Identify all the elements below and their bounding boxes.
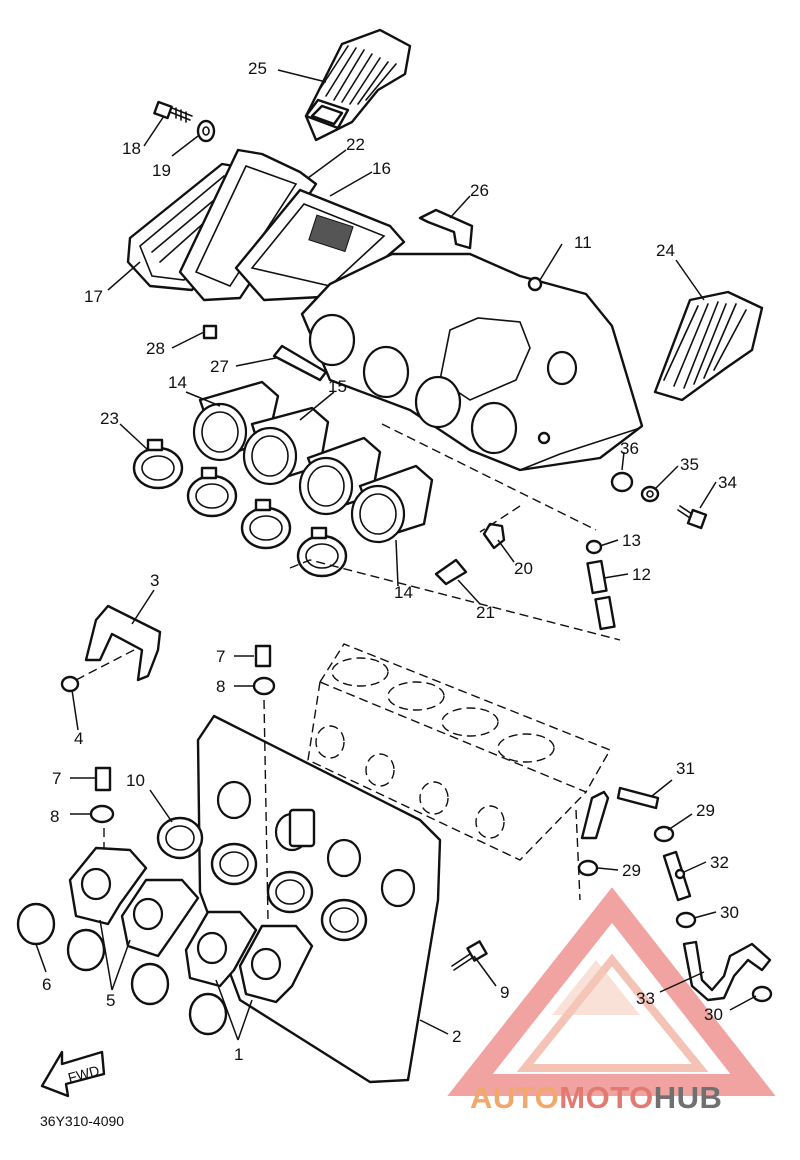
watermark-logo	[447, 887, 776, 1096]
callout-30-upper: 30	[720, 903, 739, 922]
callout-10: 10	[126, 771, 145, 790]
callout-28: 28	[146, 339, 165, 358]
part-33-hose	[682, 940, 772, 1002]
part-7-cap-upper	[254, 644, 272, 668]
part-18-bolt	[153, 100, 193, 123]
callout-33: 33	[636, 989, 655, 1008]
diagram-code: 36Y310-4090	[40, 1113, 124, 1129]
callout-23: 23	[100, 409, 119, 428]
part-35-washer	[640, 485, 660, 503]
callout-36: 36	[620, 439, 639, 458]
callout-29-upper: 29	[696, 801, 715, 820]
part-28-plug	[202, 324, 218, 340]
brand-part-1: AUTO	[470, 1080, 559, 1115]
callout-22: 22	[346, 135, 365, 154]
callout-19: 19	[152, 161, 171, 180]
callout-17: 17	[84, 287, 103, 306]
part-4-screw	[60, 675, 80, 693]
part-34-bolt	[677, 505, 708, 530]
part-24-intake-duct	[653, 290, 764, 402]
callout-31: 31	[676, 759, 695, 778]
leader-lines	[35, 69, 757, 1041]
part-11-filter-case	[300, 252, 644, 472]
callout-21: 21	[476, 603, 495, 622]
part-26-bracket	[418, 208, 474, 250]
callout-25: 25	[248, 59, 267, 78]
callout-35: 35	[680, 455, 699, 474]
fwd-arrow: FWD	[40, 1050, 106, 1098]
callout-8-upper: 8	[216, 677, 225, 696]
callout-14-lower: 14	[394, 583, 413, 602]
callout-11: 11	[574, 233, 592, 252]
clamps-23	[132, 438, 348, 578]
part-12-hose	[586, 559, 616, 631]
intake-joints-14	[192, 380, 434, 544]
part-29-clip-lower	[577, 859, 599, 877]
fwd-label: FWD	[66, 1062, 101, 1086]
brand-part-2: MOTO	[559, 1080, 653, 1115]
part-1-manifolds	[68, 846, 314, 1004]
part-27-strap	[272, 344, 328, 382]
brand-wordmark: AUTOMOTOHUB	[470, 1080, 722, 1115]
callout-20: 20	[514, 559, 533, 578]
part-32-joint	[662, 850, 692, 902]
part-2-base-plate	[196, 714, 442, 1084]
callout-labels: 25 18 19 22 16 26 11 24 17 28 27 14 15 2…	[42, 59, 739, 1064]
callout-7-lower: 7	[52, 769, 61, 788]
callout-5: 5	[106, 991, 115, 1010]
part-31-hose	[580, 786, 660, 840]
callout-12: 12	[632, 565, 651, 584]
callout-26: 26	[470, 181, 489, 200]
callout-18: 18	[122, 139, 141, 158]
part-36-grommet	[610, 471, 634, 493]
part-8-clip-lower	[89, 804, 115, 824]
callout-16: 16	[372, 159, 391, 178]
callout-27: 27	[210, 357, 229, 376]
part-6-o-rings	[16, 902, 228, 1036]
part-21-cap	[434, 558, 468, 586]
callout-2: 2	[452, 1027, 461, 1046]
callout-7-upper: 7	[216, 647, 225, 666]
callout-8-lower: 8	[50, 807, 59, 826]
callout-34: 34	[718, 473, 737, 492]
part-19-washer	[196, 119, 216, 143]
callout-29-lower: 29	[622, 861, 641, 880]
part-25-intake-duct	[304, 28, 412, 142]
callout-3: 3	[150, 571, 159, 590]
part-9-bolt	[451, 940, 488, 971]
callout-30-lower: 30	[704, 1005, 723, 1024]
callout-15: 15	[328, 377, 347, 396]
callout-32: 32	[710, 853, 729, 872]
part-7-cap-lower	[94, 766, 112, 792]
part-3-bracket	[84, 604, 162, 682]
callout-9: 9	[500, 983, 509, 1002]
callout-13: 13	[622, 531, 641, 550]
callout-14-upper: 14	[168, 373, 187, 392]
assembly-lines	[75, 423, 621, 921]
carburetor-outline	[307, 643, 612, 861]
callout-4: 4	[74, 729, 83, 748]
callout-24: 24	[656, 241, 675, 260]
clamps-10	[156, 816, 368, 942]
part-8-clip-upper	[252, 676, 276, 696]
callout-6: 6	[42, 975, 51, 994]
brand-part-3: HUB	[654, 1080, 723, 1115]
part-13-clip	[585, 539, 603, 555]
part-30-clip-lower	[751, 985, 773, 1003]
callout-1: 1	[234, 1045, 243, 1064]
part-30-clip-upper	[675, 911, 697, 929]
